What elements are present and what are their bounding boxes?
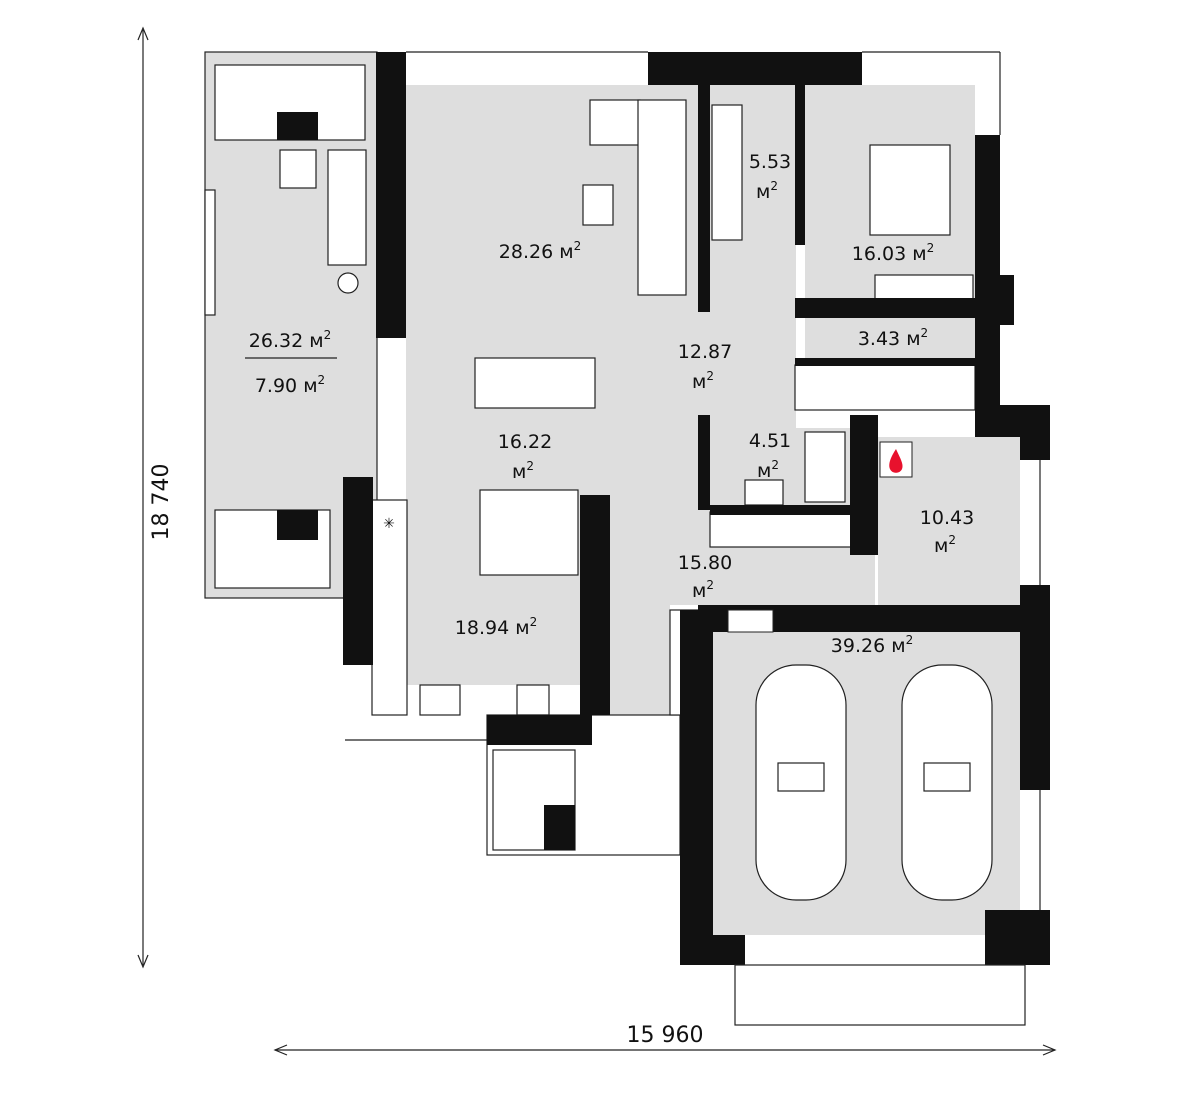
room-area-wardrobe: 5.53 (749, 151, 791, 173)
room-area-dining: 16.22 (498, 431, 552, 453)
room-area-hall: 15.80 (678, 552, 732, 574)
dimension-width: 15 960 (273, 1023, 1057, 1056)
room-area-corridor: 12.87 (678, 341, 732, 363)
furniture: ✳ (371, 99, 993, 901)
room-unit-boiler: м2 (934, 533, 956, 557)
room-area-storage: 3.43 м2 (858, 326, 928, 350)
room-area-boiler: 10.43 (920, 507, 974, 529)
flame-icon (879, 441, 913, 478)
walls (343, 52, 1050, 965)
room-area-terrace-covered: 7.90 м2 (255, 373, 325, 397)
svg-text:18 740: 18 740 (149, 464, 174, 541)
terrace (204, 51, 378, 599)
room-area-bathroom: 4.51 (749, 430, 791, 452)
dimension-height: 18 740 (137, 26, 174, 969)
room-area-living: 28.26 м2 (499, 239, 581, 263)
svg-text:15 960: 15 960 (627, 1023, 704, 1048)
room-area-bedroom: 16.03 м2 (852, 241, 934, 265)
room-unit-wardrobe: м2 (756, 179, 778, 203)
snowflake-icon: ✳ (383, 516, 395, 532)
outline-lines (345, 51, 1041, 1026)
room-unit-bathroom: м2 (757, 458, 779, 482)
room-area-garage: 39.26 м2 (831, 633, 913, 657)
room-unit-dining: м2 (512, 459, 534, 483)
room-area-terrace: 26.32 м2 (249, 328, 331, 352)
room-labels: 26.32 м2 7.90 м2 28.26 м2 5.53 м2 16.03 … (245, 151, 974, 657)
room-unit-hall: м2 (692, 578, 714, 602)
room-unit-corridor: м2 (692, 369, 714, 393)
room-area-kitchen: 18.94 м2 (455, 615, 537, 639)
